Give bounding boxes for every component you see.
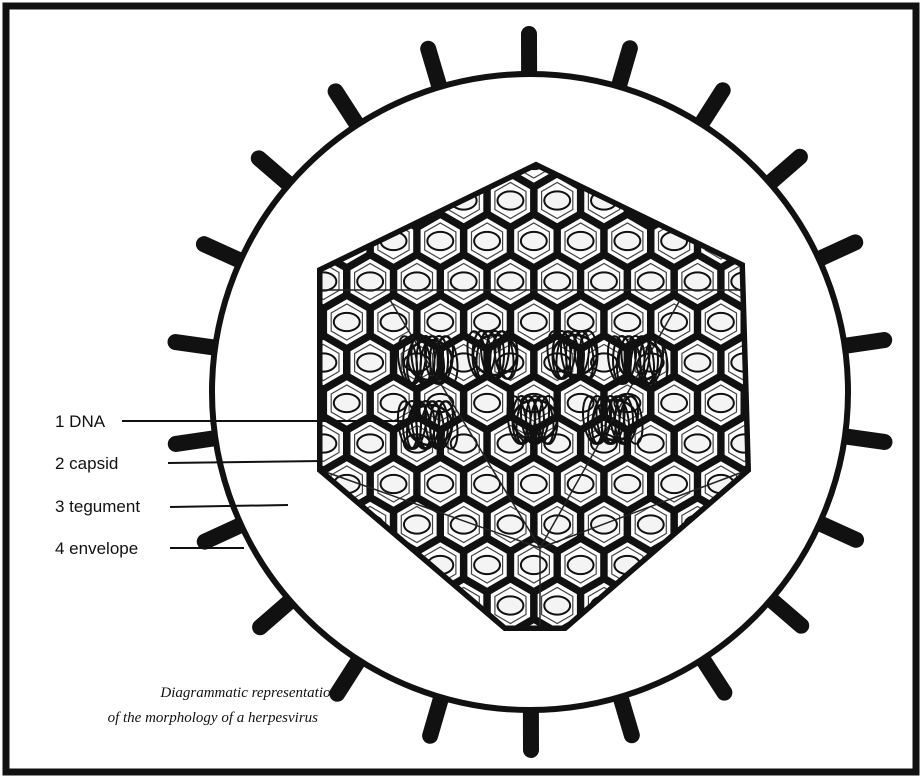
capsomer	[489, 257, 532, 307]
label-capsid: 2 capsid	[55, 454, 118, 473]
capsomer	[395, 257, 438, 307]
capsomer	[442, 500, 485, 550]
capsomer	[419, 216, 462, 266]
capsomer	[465, 216, 508, 266]
label-envelope: 4 envelope	[55, 539, 138, 558]
capsomer	[746, 621, 789, 671]
capsomer	[653, 378, 696, 428]
capsomer	[676, 338, 719, 388]
capsomer	[465, 459, 508, 509]
caption-line-1: Diagrammatic representation	[159, 685, 338, 701]
capsomer	[676, 419, 719, 469]
capsomer	[653, 459, 696, 509]
capsomer	[606, 216, 649, 266]
capsomer	[442, 257, 485, 307]
capsomer	[419, 459, 462, 509]
label-dna: 1 DNA	[55, 412, 106, 431]
capsomer	[512, 459, 555, 509]
capsomer	[699, 378, 742, 428]
capsomer	[559, 216, 602, 266]
capsomer	[559, 540, 602, 590]
capsomer	[349, 257, 392, 307]
capsomer	[512, 216, 555, 266]
caption-line-2: of the morphology of a herpesvirus	[108, 710, 319, 726]
capsomer	[536, 257, 579, 307]
capsomer	[349, 419, 392, 469]
capsomer	[349, 338, 392, 388]
capsomer	[465, 378, 508, 428]
capsomer	[629, 257, 672, 307]
capsomer	[699, 297, 742, 347]
capsomer	[606, 459, 649, 509]
capsomer	[582, 257, 625, 307]
capsomer	[465, 540, 508, 590]
capsomer	[512, 540, 555, 590]
capsomer	[676, 257, 719, 307]
capsomer	[325, 297, 368, 347]
label-tegument: 3 tegument	[55, 497, 140, 516]
